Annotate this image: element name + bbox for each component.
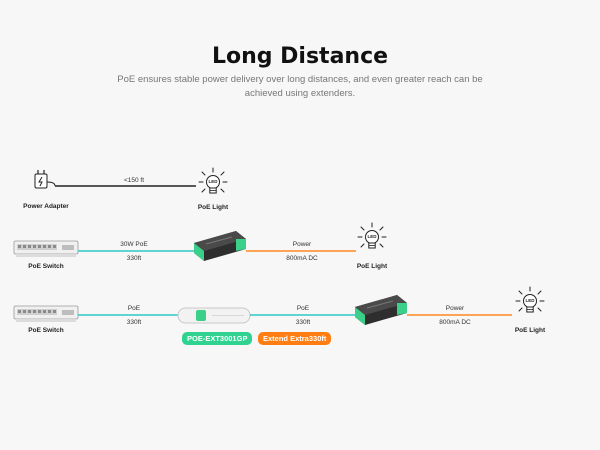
poe-light-label: PoE Light <box>356 263 388 270</box>
poe-switch-label: PoE Switch <box>28 263 64 270</box>
power-bottom-label: 800mA DC <box>439 319 471 326</box>
segment-bottom-label: 330ft <box>295 319 311 326</box>
poe-light-label: PoE Light <box>197 204 229 211</box>
poe-light-label: PoE Light <box>514 327 546 334</box>
segment-top-label: PoE <box>127 305 141 312</box>
page-subtitle: PoE ensures stable power delivery over l… <box>117 74 483 99</box>
poe-splitter-icon <box>354 294 408 326</box>
segment-top-label: PoE <box>296 305 310 312</box>
segment-bottom-label: 330ft <box>126 319 142 326</box>
poe-splitter-icon <box>193 230 247 262</box>
power-adapter-label: Power Adapter <box>23 203 69 210</box>
poe-switch-label: PoE Switch <box>28 327 64 334</box>
power-adapter-icon <box>34 170 56 189</box>
bulb-led-text: LED <box>208 179 218 184</box>
power-top-label: Power <box>292 241 312 248</box>
page-title: Long Distance <box>211 44 389 69</box>
cable-bottom-label: 330ft <box>126 255 142 262</box>
cable-top-label: 30W PoE <box>120 241 148 248</box>
power-bottom-label: 800mA DC <box>286 255 318 262</box>
bulb-led-text: LED <box>367 234 377 239</box>
poe-extender-icon <box>177 307 251 324</box>
extender-model-badge: POE-EXT3001GP <box>182 332 253 345</box>
power-top-label: Power <box>445 305 465 312</box>
extend-distance-badge: Extend Extra330ft <box>258 332 332 345</box>
distance-label: <150 ft <box>123 177 145 184</box>
bulb-led-text: LED <box>525 298 535 303</box>
poe-switch-icon <box>13 305 79 323</box>
poe-switch-icon <box>13 240 79 258</box>
